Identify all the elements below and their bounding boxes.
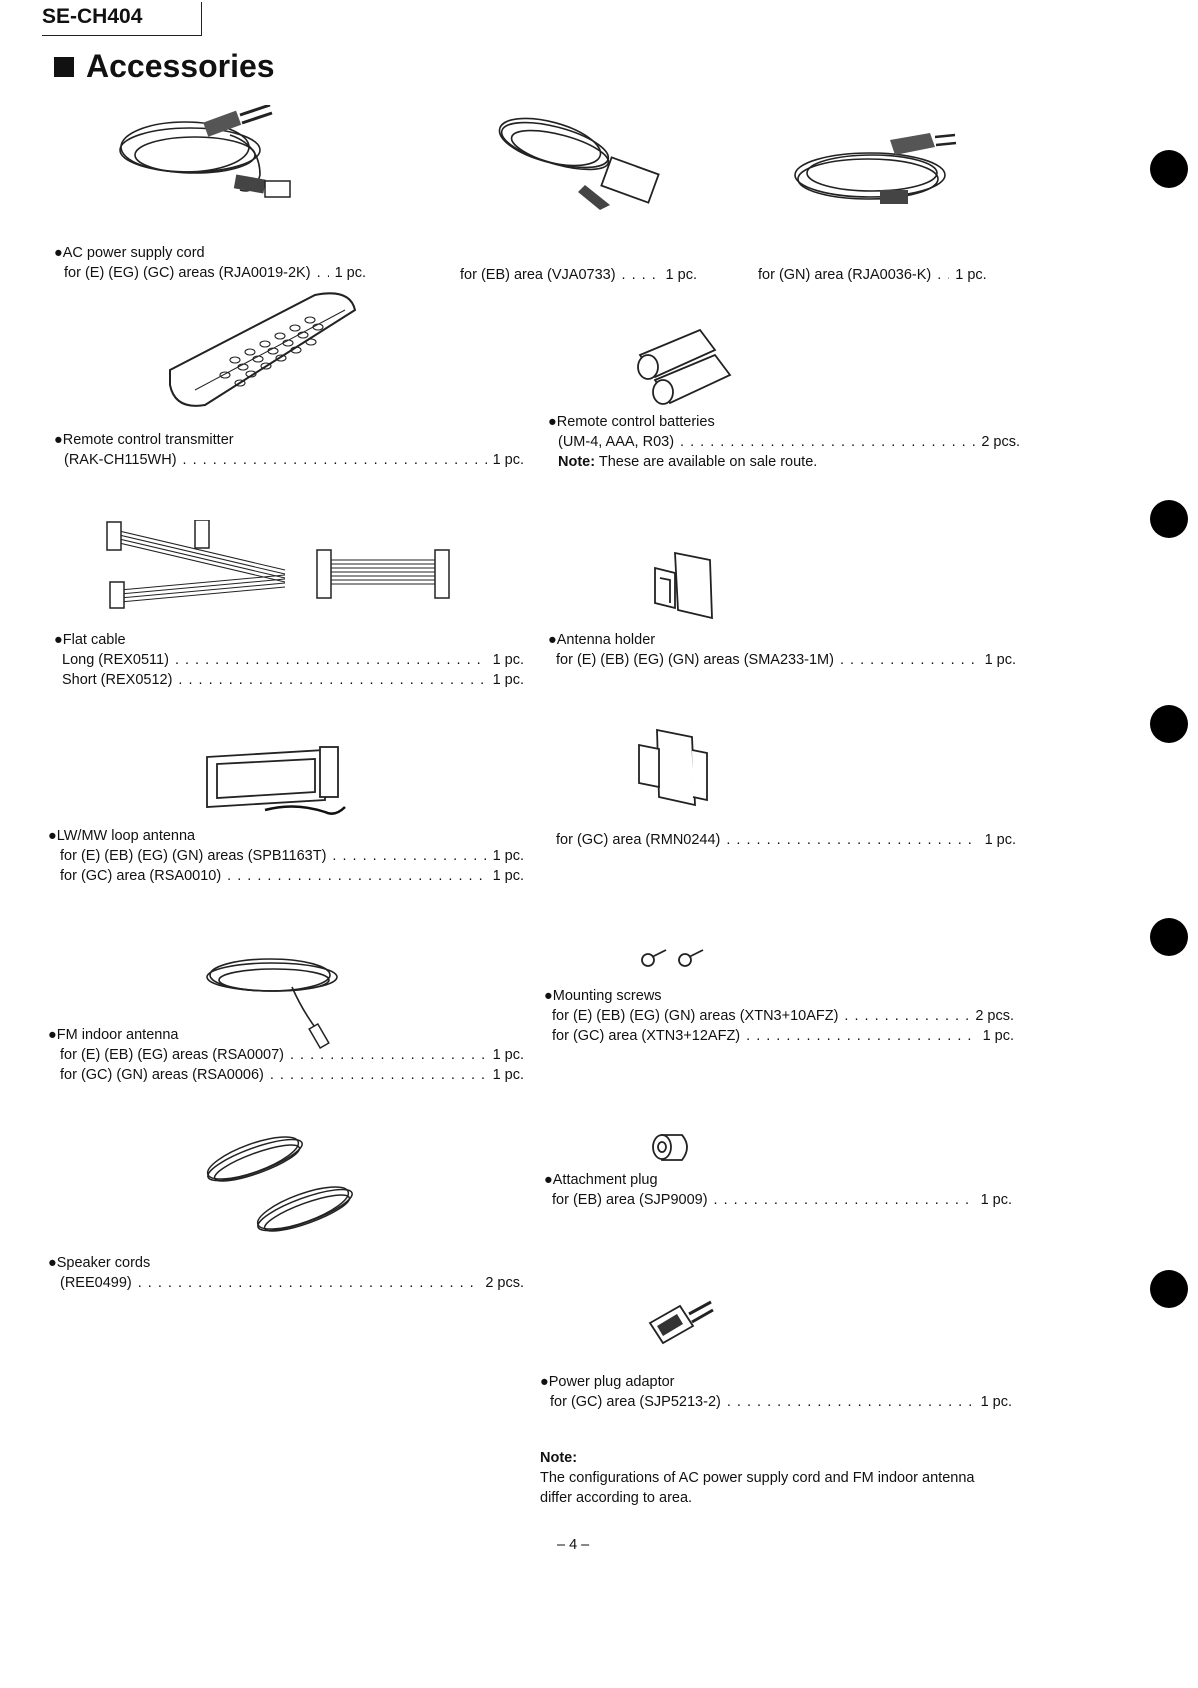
qty: 1 pc. — [492, 848, 524, 864]
label: for (E) (EB) (EG) (GN) areas (XTN3+10AFZ… — [552, 1008, 839, 1024]
label: for (EB) area (VJA0733) — [460, 267, 616, 283]
footer-note-label: Note: — [540, 1450, 578, 1466]
adaptor-name: ●Power plug adaptor — [540, 1374, 675, 1390]
qty: 1 pc. — [492, 868, 524, 884]
qty: 2 pcs. — [485, 1275, 524, 1291]
flat-cable-name: ●Flat cable — [54, 632, 126, 648]
ac-cord-name: ●AC power supply cord — [54, 245, 205, 261]
ac-cord-eu-illustration — [119, 105, 291, 198]
qty: 1 pc. — [980, 1394, 1012, 1410]
batteries-row: (UM-4, AAA, R03) 2 pcs. — [558, 432, 1020, 452]
qty: 2 pcs. — [975, 1008, 1014, 1024]
screws-row-1: for (E) (EB) (EG) (GN) areas (XTN3+10AFZ… — [552, 1006, 1014, 1026]
qty: 2 pcs. — [981, 434, 1020, 450]
loop-antenna-row-2: for (GC) area (RSA0010) 1 pc. — [60, 866, 524, 886]
ac-cord-row-2: for (EB) area (VJA0733) 1 pc. — [460, 265, 720, 285]
label: for (GC) area (SJP5213-2) — [550, 1394, 721, 1410]
label: (REE0499) — [60, 1275, 132, 1291]
attachment-plug-row: for (EB) area (SJP9009) 1 pc. — [552, 1190, 1012, 1210]
screws-row-2: for (GC) area (XTN3+12AFZ) 1 pc. — [552, 1026, 1014, 1046]
square-bullet-icon — [54, 56, 74, 77]
qty: 1 pc. — [492, 672, 524, 688]
flat-cable-illustration — [106, 520, 450, 609]
flat-cable-row-1: Long (REX0511) 1 pc. — [62, 650, 524, 670]
page-number: – 4 – — [557, 1537, 590, 1553]
batteries-note: Note: These are available on sale route. — [558, 452, 817, 472]
loop-antenna-name: ●LW/MW loop antenna — [48, 828, 196, 844]
footer-note-line-1: The configurations of AC power supply co… — [540, 1470, 975, 1486]
label: for (E) (EG) (GC) areas (RJA0019-2K) — [64, 265, 311, 281]
label: for (GC) (GN) areas (RSA0006) — [60, 1067, 264, 1083]
label: Long (REX0511) — [62, 652, 169, 668]
binding-hole — [1150, 705, 1188, 743]
binding-hole — [1150, 500, 1188, 538]
note-label: Note: — [558, 454, 596, 470]
label: for (GC) area (XTN3+12AFZ) — [552, 1028, 741, 1044]
antenna-holder-gc-illustration — [638, 728, 708, 807]
fm-antenna-illustration — [206, 958, 338, 1050]
qty: 1 pc. — [665, 267, 697, 283]
adaptor-row: for (GC) area (SJP5213-2) 1 pc. — [550, 1392, 1012, 1412]
screws-illustration — [641, 949, 704, 967]
speaker-cords-name: ●Speaker cords — [48, 1255, 151, 1271]
batteries-name: ●Remote control batteries — [548, 414, 715, 430]
label: for (E) (EB) (EG) (GN) areas (SPB1163T) — [60, 848, 327, 864]
label: for (EB) area (SJP9009) — [552, 1192, 708, 1208]
qty: 1 pc. — [984, 832, 1016, 848]
qty: 1 pc. — [492, 1047, 524, 1063]
label: for (E) (EB) (EG) areas (RSA0007) — [60, 1047, 284, 1063]
loop-antenna-row-1: for (E) (EB) (EG) (GN) areas (SPB1163T) 1… — [60, 846, 524, 866]
fm-antenna-row-1: for (E) (EB) (EG) areas (RSA0007) 1 pc. — [60, 1045, 524, 1065]
qty: 1 pc. — [334, 265, 366, 281]
ac-cord-row-3: for (GN) area (RJA0036-K) 1 pc. — [758, 265, 1014, 285]
label: (RAK-CH115WH) — [64, 452, 177, 468]
model-number: SE-CH404 — [42, 2, 202, 36]
ac-cord-row-1: for (E) (EG) (GC) areas (RJA0019-2K) 1 pc… — [64, 263, 404, 283]
qty: 1 pc. — [982, 1028, 1014, 1044]
antenna-holder-row-1: for (E) (EB) (EG) (GN) areas (SMA233-1M)… — [556, 650, 1016, 670]
flat-cable-row-2: Short (REX0512) 1 pc. — [62, 670, 524, 690]
antenna-holder-row-2: for (GC) area (RMN0244) 1 pc. — [556, 830, 1016, 850]
fm-antenna-row-2: for (GC) (GN) areas (RSA0006) 1 pc. — [60, 1065, 524, 1085]
fm-antenna-name: ●FM indoor antenna — [48, 1027, 179, 1043]
label: for (GC) area (RSA0010) — [60, 868, 222, 884]
ac-cord-gn-illustration — [794, 133, 957, 204]
label: (UM-4, AAA, R03) — [558, 434, 675, 450]
footer-note-line-2: differ according to area. — [540, 1490, 693, 1506]
binding-hole — [1150, 150, 1188, 188]
note-text: These are available on sale route. — [598, 454, 818, 470]
speaker-cords-row: (REE0499) 2 pcs. — [60, 1273, 524, 1293]
ac-cord-uk-illustration — [498, 117, 660, 210]
screws-name: ●Mounting screws — [544, 988, 662, 1004]
binding-hole — [1150, 918, 1188, 956]
attachment-plug-illustration — [652, 1134, 688, 1161]
page-title: Accessories — [54, 48, 275, 85]
qty: 1 pc. — [980, 1192, 1012, 1208]
antenna-holder-illustration — [654, 551, 713, 620]
loop-antenna-illustration — [206, 746, 346, 815]
label: for (GC) area (RMN0244) — [556, 832, 721, 848]
label: for (GN) area (RJA0036-K) — [758, 267, 932, 283]
remote-row: (RAK-CH115WH) 1 pc. — [64, 450, 524, 470]
title-text: Accessories — [86, 48, 275, 84]
remote-name: ●Remote control transmitter — [54, 432, 234, 448]
power-plug-adaptor-illustration — [648, 1300, 714, 1345]
label: Short (REX0512) — [62, 672, 173, 688]
qty: 1 pc. — [492, 452, 524, 468]
antenna-holder-name: ●Antenna holder — [548, 632, 656, 648]
binding-hole — [1150, 1270, 1188, 1308]
qty: 1 pc. — [492, 652, 524, 668]
attachment-plug-name: ●Attachment plug — [544, 1172, 658, 1188]
remote-control-illustration — [169, 292, 357, 407]
speaker-cords-illustration — [206, 1136, 353, 1232]
qty: 1 pc. — [492, 1067, 524, 1083]
label: for (E) (EB) (EG) (GN) areas (SMA233-1M) — [556, 652, 834, 668]
qty: 1 pc. — [984, 652, 1016, 668]
qty: 1 pc. — [955, 267, 987, 283]
batteries-illustration — [637, 328, 732, 405]
